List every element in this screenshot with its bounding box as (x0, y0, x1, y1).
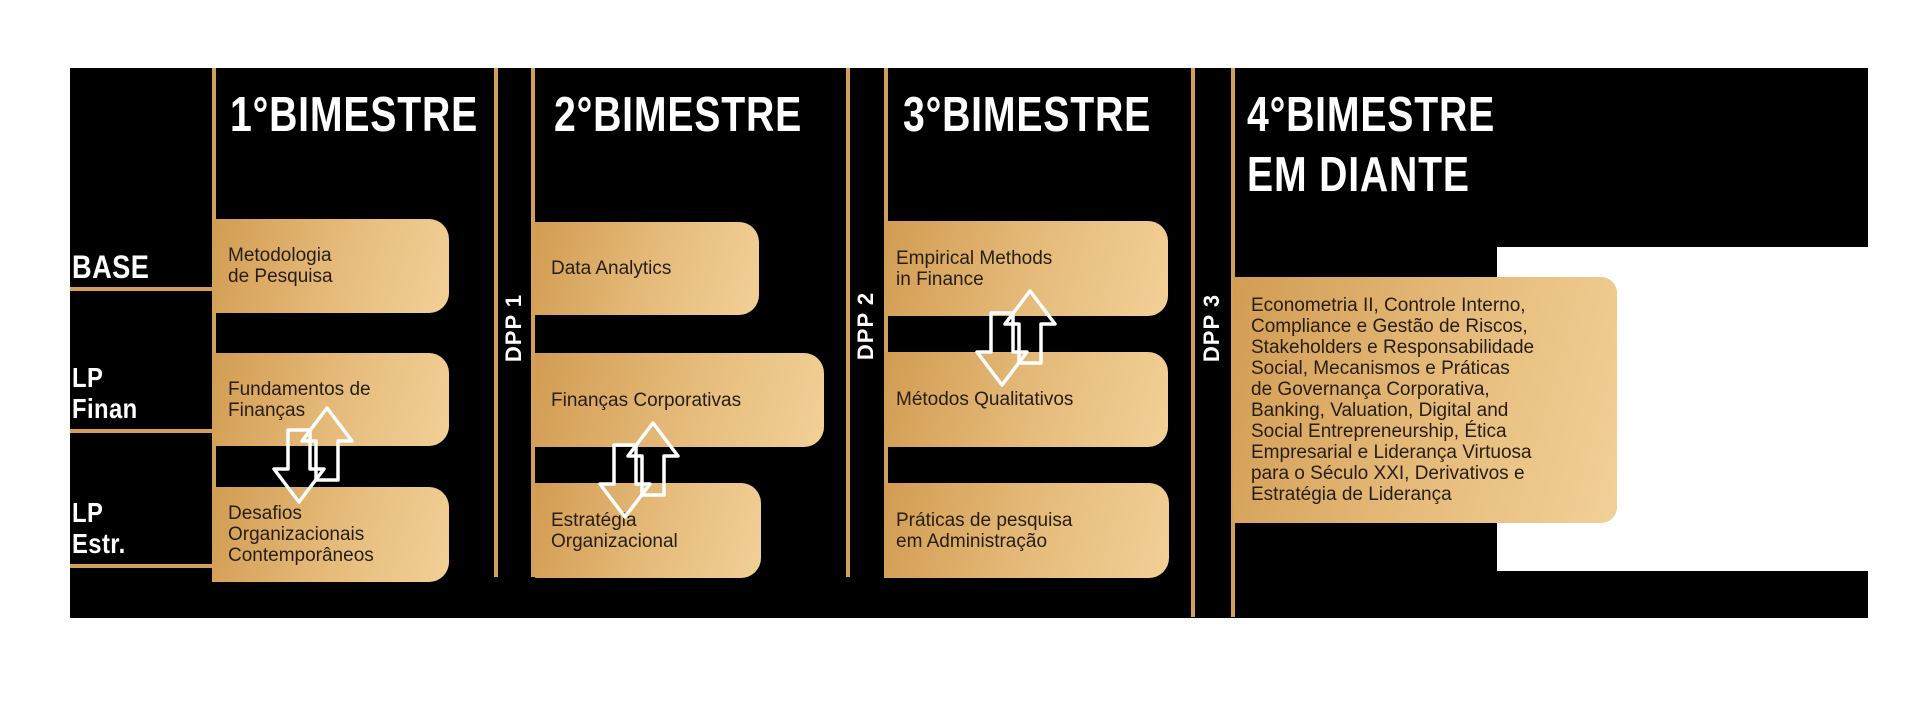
swap-arrows-icon (587, 420, 691, 520)
row-label-base: BASE (72, 249, 150, 285)
course-box-text: Finanças Corporativas (551, 389, 742, 411)
row-label-base-underline (70, 287, 212, 291)
course-box-text: Desafios Organizacionais Contemporâneos (228, 503, 374, 566)
row-label-lp-finan-underline (70, 429, 212, 433)
course-box-text: Metodologia de Pesquisa (228, 245, 333, 287)
column1-left-line (212, 68, 216, 577)
course-box-text: Estratégia Organizacional (551, 509, 678, 552)
course-box-text: Data Analytics (551, 258, 672, 279)
divider3-left-line (1191, 68, 1195, 617)
row-label-lp-estr: LP Estr. (72, 497, 126, 559)
swap-arrows-icon (261, 405, 365, 505)
column-header-4: 4°BIMESTRE EM DIANTE (1247, 88, 1496, 202)
column2-left-line (531, 68, 535, 577)
column-header-1: 1°BIMESTRE (230, 88, 479, 142)
divider2-left-line (846, 68, 850, 577)
column3-left-line (884, 68, 888, 577)
row-label-lp-finan: LP Finan (72, 362, 138, 424)
course-box-financas-corporativas: Finanças Corporativas (535, 353, 824, 447)
course-box-estrategia-organizacional: Estratégia Organizacional (535, 483, 761, 578)
background-panel-bottom-right (1497, 571, 1868, 618)
column-header-3: 3°BIMESTRE (903, 88, 1152, 142)
course-box-praticas-pesquisa: Práticas de pesquisa em Administração (884, 483, 1169, 578)
course-box-text: Fundamentos de Finanças (228, 378, 371, 421)
course-box-empirical-methods: Empirical Methods in Finance (884, 221, 1168, 316)
row-label-lp-estr-underline (70, 564, 212, 568)
course-box-metodos-qualitativos: Métodos Qualitativos (884, 352, 1168, 447)
swap-arrows-icon (964, 288, 1068, 388)
course-box-data-analytics: Data Analytics (535, 222, 759, 315)
course-box-metodologia: Metodologia de Pesquisa (212, 219, 449, 313)
course-box-desafios-organizacionais: Desafios Organizacionais Contemporâneos (212, 487, 449, 582)
dpp-3-label: DPP 3 (1199, 293, 1224, 363)
dpp-1-label: DPP 1 (501, 293, 526, 363)
dpp-2-label: DPP 2 (853, 291, 878, 361)
course-box-fundamentos-financas: Fundamentos de Finanças (212, 353, 449, 446)
column-header-2: 2°BIMESTRE (554, 88, 803, 142)
course-box-text: Econometria II, Controle Interno, Compli… (1251, 295, 1535, 505)
course-box-text: Empirical Methods in Finance (896, 247, 1053, 290)
divider1-left-line (494, 68, 498, 577)
course-box-text: Práticas de pesquisa em Administração (896, 509, 1073, 552)
course-box-text: Métodos Qualitativos (896, 389, 1074, 410)
course-box-4-bimestre-lista: Econometria II, Controle Interno, Compli… (1233, 277, 1617, 523)
